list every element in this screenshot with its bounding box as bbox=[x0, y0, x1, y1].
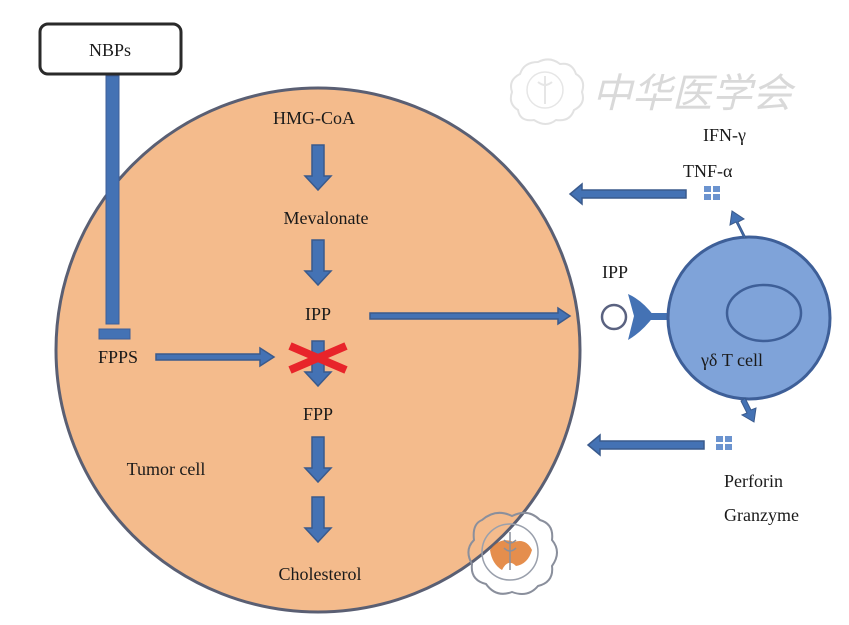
tumor-cell-label: Tumor cell bbox=[127, 459, 206, 479]
granzyme-label: Granzyme bbox=[724, 505, 799, 525]
ipp-label-tumor: IPP bbox=[305, 304, 331, 324]
ipp-release-arrow bbox=[369, 306, 572, 326]
ipp-ligand-label: IPP bbox=[602, 262, 628, 282]
cytokine-granule-icon-bottom bbox=[716, 436, 732, 450]
arrow-to-cholesterol bbox=[303, 496, 333, 544]
watermark-text: 中华医学会 bbox=[592, 71, 796, 117]
inhibition-line bbox=[98, 75, 131, 340]
association-seal-icon bbox=[467, 511, 558, 595]
t-cell-label: γδ T cell bbox=[700, 350, 763, 370]
arrow-hmgcoa-to-mevalonate bbox=[303, 144, 333, 192]
arrow-ipp-to-fpp bbox=[303, 340, 333, 388]
tcr-receptor-icon bbox=[628, 294, 668, 340]
nbps-box: NBPs bbox=[38, 22, 183, 76]
arrow-mevalonate-to-ipp bbox=[303, 239, 333, 287]
hmg-coa-label: HMG-CoA bbox=[273, 108, 355, 128]
secretion-arrow-bottom bbox=[740, 397, 757, 423]
watermark: 中华医学会 bbox=[509, 58, 796, 125]
fpps-label: FPPS bbox=[98, 347, 138, 367]
fpp-label: FPP bbox=[303, 404, 333, 424]
t-cell-nucleus bbox=[725, 283, 803, 343]
association-logo-icon bbox=[509, 58, 585, 125]
attack-arrow-top bbox=[568, 182, 687, 206]
attack-arrow-bottom bbox=[586, 433, 705, 457]
perforin-label: Perforin bbox=[724, 471, 783, 491]
ifn-gamma-label: IFN-γ bbox=[703, 125, 746, 145]
nbps-label: NBPs bbox=[89, 40, 131, 60]
arrow-fpp-to-intermediate bbox=[303, 436, 333, 484]
ipp-ligand-icon bbox=[600, 303, 628, 331]
cholesterol-label: Cholesterol bbox=[279, 564, 362, 584]
pathway-arrows bbox=[303, 144, 333, 544]
tnf-alpha-label: TNF-α bbox=[683, 161, 733, 181]
fpps-catalysis-arrow bbox=[155, 346, 276, 368]
mevalonate-label: Mevalonate bbox=[284, 208, 369, 228]
cytokine-granule-icon-top bbox=[704, 186, 720, 200]
blocked-step-x-icon bbox=[288, 342, 348, 374]
gamma-delta-t-cell bbox=[666, 235, 832, 401]
secretion-arrow-top bbox=[729, 210, 747, 239]
